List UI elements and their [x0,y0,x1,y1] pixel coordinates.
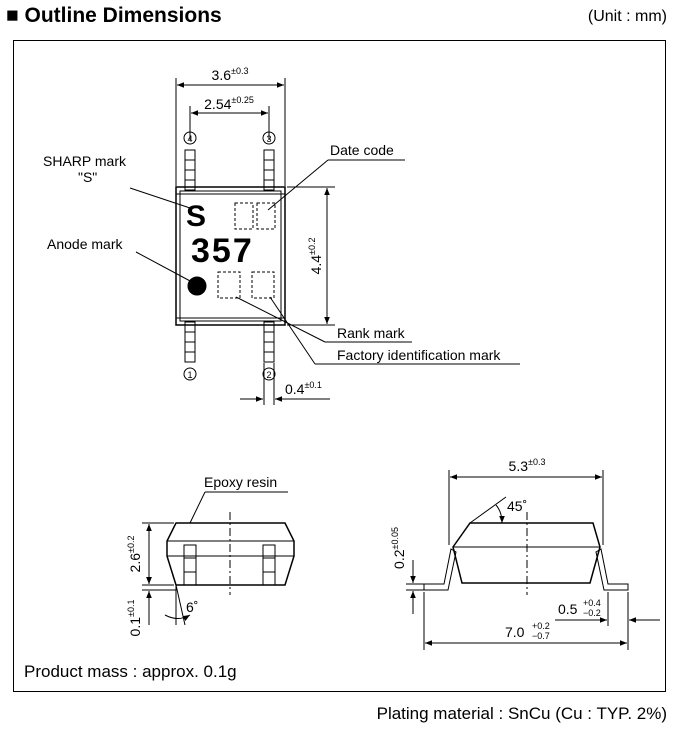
pin-4-circle [183,131,197,145]
part-number: 357 [191,232,254,270]
total-dim-tol-plus: +0.2 [532,621,550,631]
rank-mark-label: Rank mark [337,325,406,341]
top-view [129,78,520,405]
side-lead-1 [183,544,197,586]
foot-dim-tol-plus: +0.4 [583,598,601,608]
date-code-box-1 [234,202,254,230]
side-height-label: 2.6±0.2 [126,536,143,573]
height-dim-label: 4.4±0.2 [307,238,324,275]
width-dim-label: 3.6±0.3 [212,66,249,83]
side-angle-label: 6˚ [186,599,198,615]
end-view [406,470,660,650]
pin-1-circle [183,367,197,381]
total-dim-value: 7.0 [505,624,525,640]
anode-mark-label: Anode mark [47,236,123,252]
product-mass: Product mass : approx. 0.1g [24,662,237,681]
rank-mark-box [217,271,241,299]
pin-3-circle [262,131,276,145]
epoxy-resin-label: Epoxy resin [204,474,277,490]
lead-dim-label: 0.4±0.1 [285,380,322,397]
pin-2-circle [262,367,276,381]
end-width-label: 5.3±0.3 [509,457,546,474]
pin-2-number: 2 [266,370,271,380]
package-body-inner [179,190,282,322]
anode-dot [187,276,207,296]
end-angle-label: 45˚ [507,498,527,514]
end-lead-right [595,548,629,591]
total-dim-tol-minus: −0.7 [532,631,550,641]
sharp-logo-s: S [186,200,206,233]
foot-dim-tol-minus: −0.2 [583,608,601,618]
date-code-box-2 [256,202,276,230]
sharp-mark-label: SHARP mark [43,153,127,169]
side-standoff-label: 0.1±0.1 [126,600,143,637]
plating-material: Plating material : SnCu (Cu : TYP. 2%) [376,704,667,723]
sharp-mark-quote: "S" [78,169,97,185]
side-body [166,522,295,586]
unit-label: (Unit : mm) [587,8,667,25]
pitch-dim-label: 2.54±0.25 [204,95,254,112]
pin-3-number: 3 [266,134,271,144]
drawing-frame [13,40,666,692]
factory-mark-label: Factory identification mark [337,347,501,363]
foot-dim-value: 0.5 [558,601,578,617]
pin-1-number: 1 [187,370,192,380]
section-title: ■ Outline Dimensions [6,4,222,27]
factory-mark-box [251,271,275,299]
side-view [142,491,295,626]
date-code-label: Date code [330,142,394,158]
pin-4-number: 4 [187,134,192,144]
side-lead-2 [262,544,276,586]
end-lead-thickness-label: 0.2±0.05 [390,527,407,569]
package-body [175,186,286,326]
